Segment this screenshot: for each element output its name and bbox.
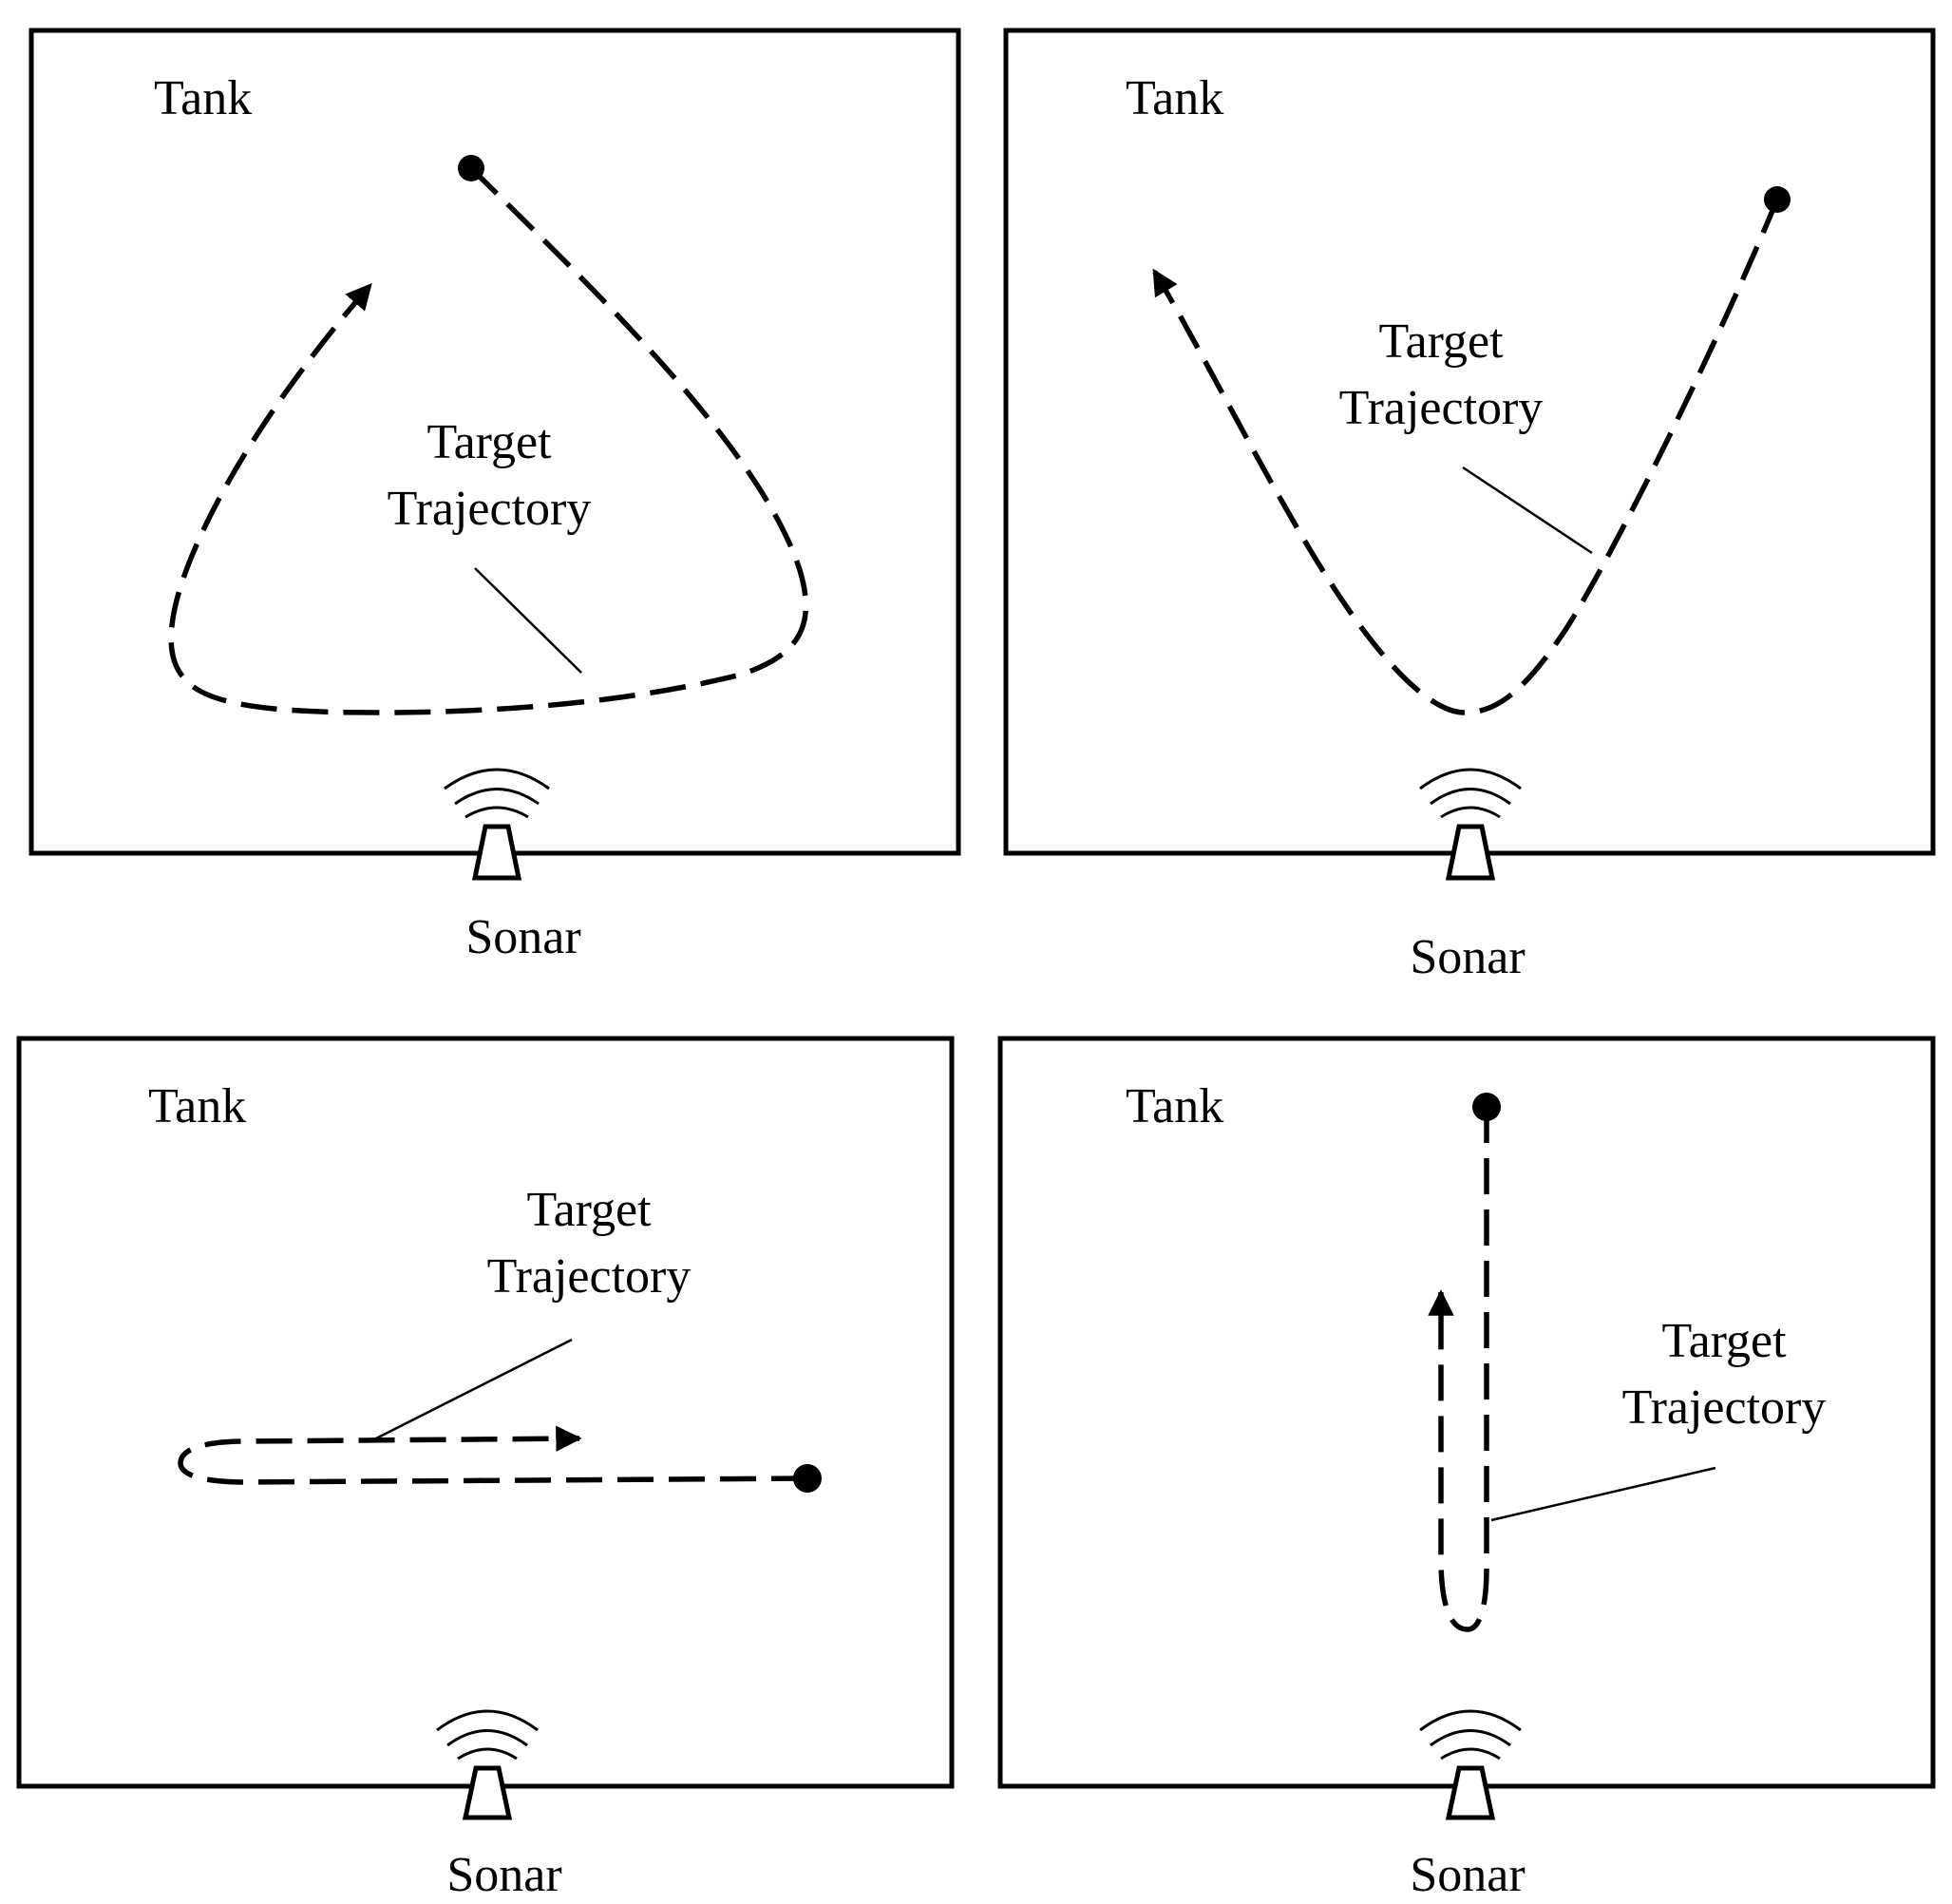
trajectory-label-line1: Target	[526, 1183, 652, 1237]
tank-boundary	[16, 1036, 955, 1789]
target-trajectory-path	[1428, 1107, 1489, 1632]
sonar-label: Sonar	[1410, 930, 1525, 984]
trajectory-leader-line	[1462, 466, 1593, 555]
target-trajectory-path	[168, 166, 809, 715]
trajectory-label-line2: Trajectory	[1622, 1380, 1827, 1435]
sonar-label: Sonar	[446, 1848, 561, 1902]
trajectory-leader-line	[370, 1338, 573, 1443]
trajectory-start-dot	[458, 155, 484, 181]
sonar-label: Sonar	[1410, 1848, 1525, 1902]
trajectory-leader-line	[474, 567, 582, 674]
trajectory-start-dot	[1472, 1093, 1501, 1121]
trajectory-label-line2: Trajectory	[487, 1249, 692, 1304]
panel-3: Tank Target Trajectory Sonar	[16, 1036, 955, 1902]
trajectory-label-line2: Trajectory	[388, 482, 592, 536]
sonar-icon	[1419, 1709, 1522, 1820]
trajectory-leader-line	[1490, 1466, 1716, 1522]
tank-boundary	[1003, 28, 1936, 856]
trajectory-label-line1: Target	[1661, 1314, 1787, 1368]
trajectory-label-line1: Target	[426, 415, 552, 469]
tank-label: Tank	[1126, 71, 1223, 125]
panel-2: Tank Target Trajectory Sonar	[1003, 28, 1936, 984]
sonar-label: Sonar	[465, 910, 580, 964]
trajectory-label-line1: Target	[1378, 314, 1504, 369]
tank-label: Tank	[1126, 1079, 1223, 1133]
trajectory-start-dot	[1764, 186, 1791, 213]
sonar-icon	[1419, 768, 1522, 881]
trajectory-label-line2: Trajectory	[1339, 381, 1544, 435]
tank-label: Tank	[154, 71, 252, 125]
target-trajectory-path	[1151, 198, 1780, 715]
sonar-icon	[444, 768, 550, 881]
panel-1: Tank Target Trajectory Sonar	[28, 28, 961, 964]
trajectory-start-dot	[793, 1464, 822, 1493]
sonar-icon	[436, 1709, 539, 1820]
tank-label: Tank	[148, 1079, 246, 1133]
target-trajectory-path	[178, 1425, 808, 1485]
panel-4: Tank Target Trajectory Sonar	[997, 1036, 1936, 1902]
